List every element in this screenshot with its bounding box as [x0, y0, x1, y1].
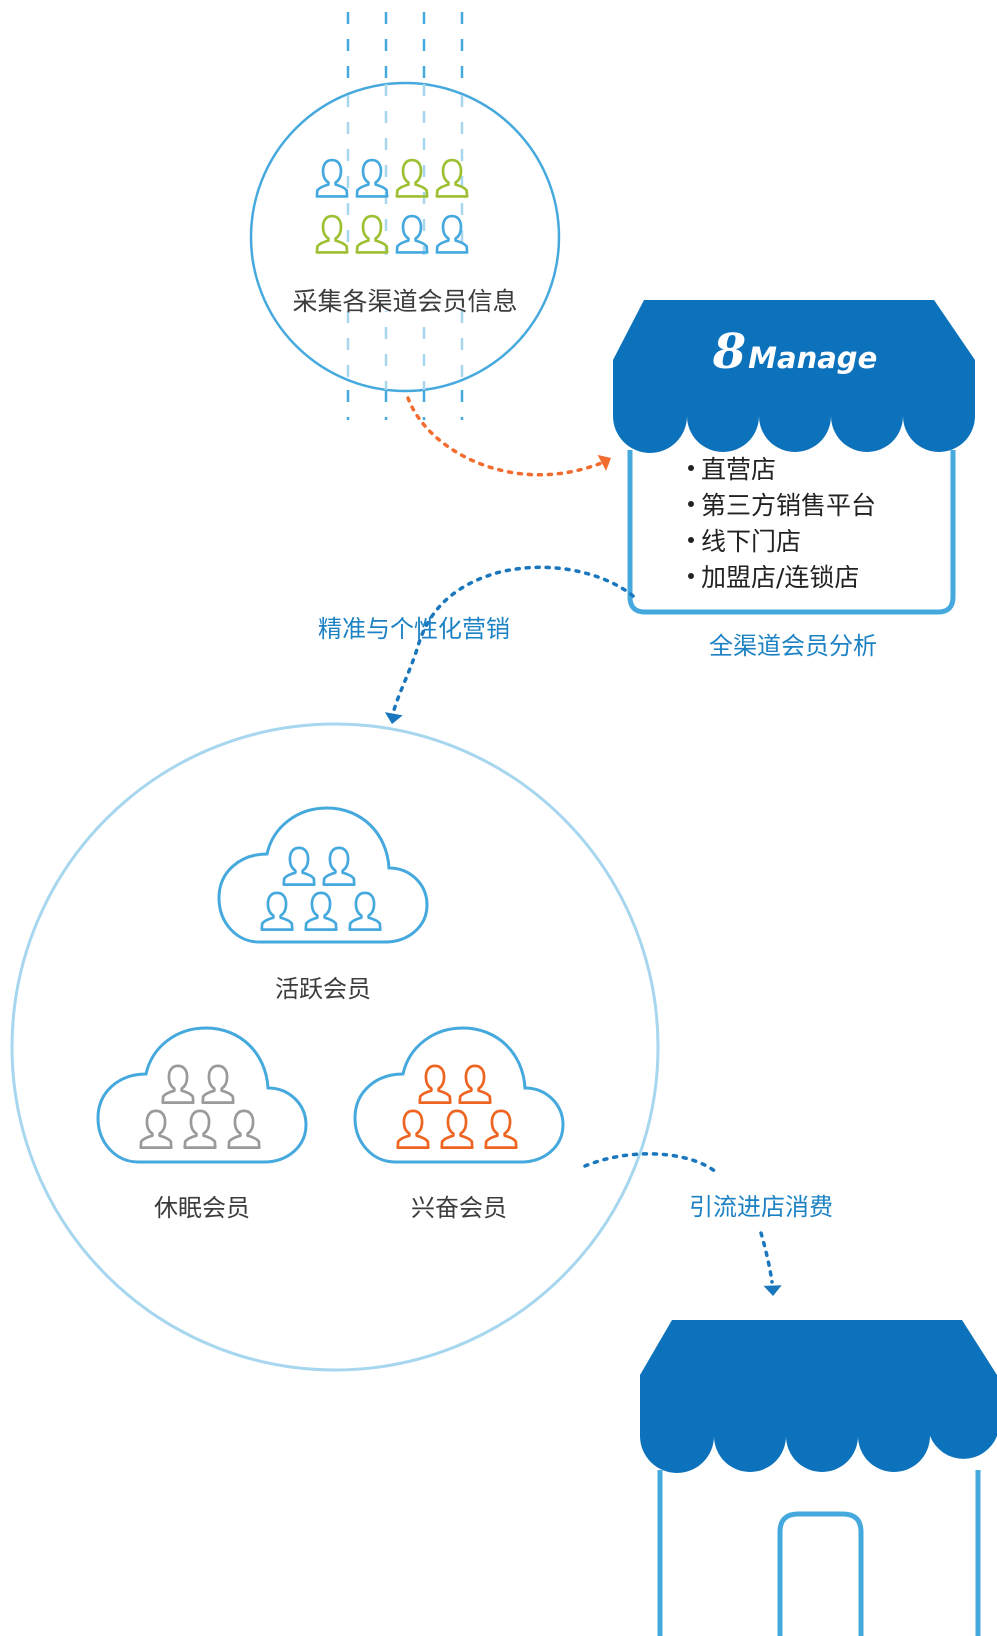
marketing-arrowhead-icon [383, 712, 403, 726]
channel-item: 加盟店/连锁店 [688, 560, 876, 596]
brand-name: Manage [748, 341, 878, 375]
collect-label: 采集各渠道会员信息 [292, 287, 518, 316]
brand-number: 8 [712, 324, 747, 380]
drive-arrowhead-icon [763, 1285, 783, 1297]
drive-traffic-label: 引流进店消费 [689, 1193, 833, 1221]
storefront-icon [613, 300, 975, 615]
destination-store-icon [640, 1320, 997, 1636]
collect-to-store-arrow [406, 396, 606, 477]
store-body [627, 450, 956, 615]
channel-list: 直营店 第三方销售平台 线下门店 加盟店/连锁店 [688, 452, 876, 596]
bullet-icon [688, 573, 694, 579]
brand-logo: 8Manage [713, 328, 877, 376]
bullet-icon [688, 501, 694, 507]
active-members-label: 活跃会员 [275, 975, 371, 1003]
collect-label-backdrop [290, 255, 526, 311]
door-icon [777, 1511, 864, 1636]
destination-store-awning [640, 1320, 997, 1473]
bullet-icon [688, 537, 694, 543]
destination-store-body [657, 1470, 981, 1636]
collect-arrowhead-icon [597, 449, 616, 471]
channel-item: 第三方销售平台 [688, 488, 876, 524]
bullet-icon [688, 465, 694, 471]
channel-item: 线下门店 [688, 524, 876, 560]
precise-marketing-label: 精准与个性化营销 [318, 615, 510, 643]
collect-circle-streams [346, 84, 464, 390]
channel-item: 直营店 [688, 452, 876, 488]
segments-circle [10, 722, 660, 1372]
segments-to-store-arrow-tail [759, 1231, 774, 1284]
segments-to-store-arrow [583, 1152, 718, 1174]
analysis-caption: 全渠道会员分析 [709, 632, 877, 660]
excited-members-label: 兴奋会员 [411, 1194, 507, 1222]
store-to-segments-arrow [392, 565, 635, 712]
store-awning [613, 300, 975, 453]
sleeping-members-label: 休眠会员 [154, 1194, 250, 1222]
